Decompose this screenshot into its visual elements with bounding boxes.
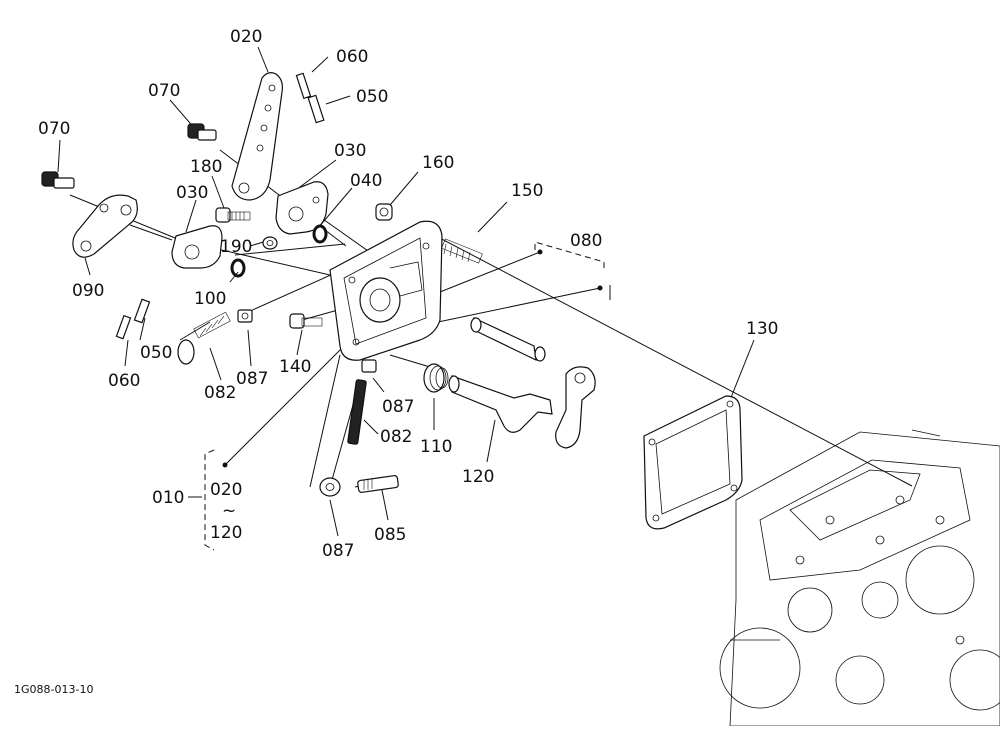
callout-050-bottom: 050 [140,343,172,363]
callout-130: 130 [746,319,778,339]
o-ring-100 [230,258,246,278]
callout-050-top: 050 [356,87,388,107]
callout-range-tilde: ~ [222,501,236,521]
callout-087-b: 087 [382,397,414,417]
gasket-130 [643,395,743,530]
callout-190: 190 [220,237,252,257]
callout-090: 090 [72,281,104,301]
callout-030-a: 030 [334,141,366,161]
shaft-080 [470,316,546,362]
callout-010: 010 [152,488,184,508]
leader-lines [57,46,755,537]
callout-020-top: 020 [230,27,262,47]
bracket-010 [204,449,215,551]
callout-110: 110 [420,437,452,457]
engine-block [719,429,1000,727]
lever-block-030-b [171,225,223,269]
stud-082-a [177,311,231,365]
callout-160: 160 [422,153,454,173]
callout-087-a: 087 [236,369,268,389]
callout-060-top: 060 [336,47,368,67]
callout-070-b: 070 [38,119,70,139]
pin-050-bottom [133,298,151,324]
washer-190 [262,236,278,250]
callout-080: 080 [570,231,602,251]
plate-090 [72,194,138,258]
callout-085: 085 [374,525,406,545]
nut-087-a [237,309,253,323]
lever-shaft-120 [448,375,553,433]
pin-060-bottom [115,314,132,340]
stud-150 [441,238,483,264]
spring-110 [423,363,449,393]
callout-120: 120 [462,467,494,487]
leader-dots [222,249,603,468]
callout-087-c: 087 [322,541,354,561]
callout-150: 150 [511,181,543,201]
lever-arm-020 [231,72,283,201]
bolt-085 [357,475,399,493]
bolt-070-a [187,123,217,141]
screw-180 [215,207,251,223]
nut-087-b [361,359,377,373]
bracket-080 [534,241,611,300]
callout-180: 180 [190,157,222,177]
fork-lever-080 [555,366,596,449]
callout-labels: 020 060 050 070 070 180 030 030 040 160 … [38,27,778,561]
bolt-070-b [41,171,75,189]
callout-060-bottom: 060 [108,371,140,391]
callout-082-a: 082 [204,383,236,403]
callout-082-b: 082 [380,427,412,447]
callout-140: 140 [279,357,311,377]
washer-087-c [319,477,341,497]
callout-030-b: 030 [176,183,208,203]
governor-housing [329,220,443,361]
callout-120-range: 120 [210,523,242,543]
callout-020-range: 020 [210,480,242,500]
drawing-code: 1G088-013-10 [14,683,93,696]
stud-082-b [347,379,367,445]
bolt-140 [289,313,323,329]
callout-070-a: 070 [148,81,180,101]
cap-160 [375,203,393,221]
o-ring-040 [312,224,328,244]
callout-100: 100 [194,289,226,309]
pin-060-top [295,72,312,100]
pin-050-top [307,94,325,124]
callout-040: 040 [350,171,382,191]
